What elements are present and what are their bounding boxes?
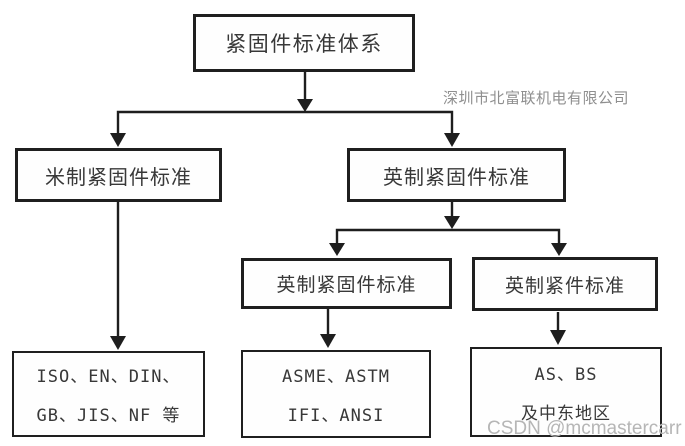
node-label-line2: IFI、ANSI [287,406,385,426]
node-metric-fastener-standards: 米制紧固件标准 [15,148,222,202]
node-label-line2: 及中东地区 [521,404,611,424]
node-label-line1: ISO、EN、DIN、 [36,367,181,387]
arrowhead [329,243,345,256]
node-imperial-fastener-substandards: 英制紧固件标准 [241,258,452,309]
node-fastener-standard-system: 紧固件标准体系 [193,14,415,72]
node-label-line1: AS、BS [534,365,598,385]
arrowhead [444,133,460,147]
csdn-credit-watermark: CSDN @mcmastercarr [487,418,682,439]
node-imperial-fastener-standards: 英制紧固件标准 [347,148,566,202]
arrowhead [297,99,313,112]
node-label-line1: ASME、ASTM [282,367,390,387]
node-label: 米制紧固件标准 [45,166,192,189]
arrowhead [550,330,566,345]
edge-level2-bracket [335,228,561,245]
node-region-standards-list: AS、BS 及中东地区 [470,347,662,437]
node-label: 紧固件标准体系 [225,33,383,56]
arrowhead [444,216,460,229]
node-label: 英制紧固件标准 [383,166,530,189]
node-imperial-standards-list: ASME、ASTM IFI、ANSI [241,350,431,438]
arrowhead [320,334,336,348]
arrowhead [110,133,126,147]
node-metric-standards-list: ISO、EN、DIN、 GB、JIS、NF 等 [12,351,205,437]
company-watermark: 深圳市北富联机电有限公司 [443,90,630,107]
node-label-line2: GB、JIS、NF 等 [36,406,181,426]
node-label: 英制紧固件标准 [276,275,417,296]
arrowhead [110,336,126,350]
edge-level1-bracket [116,110,454,136]
node-imperial-parts-standards: 英制紧件标准 [472,257,658,311]
node-label: 英制紧件标准 [504,275,625,297]
arrowhead [551,243,567,256]
